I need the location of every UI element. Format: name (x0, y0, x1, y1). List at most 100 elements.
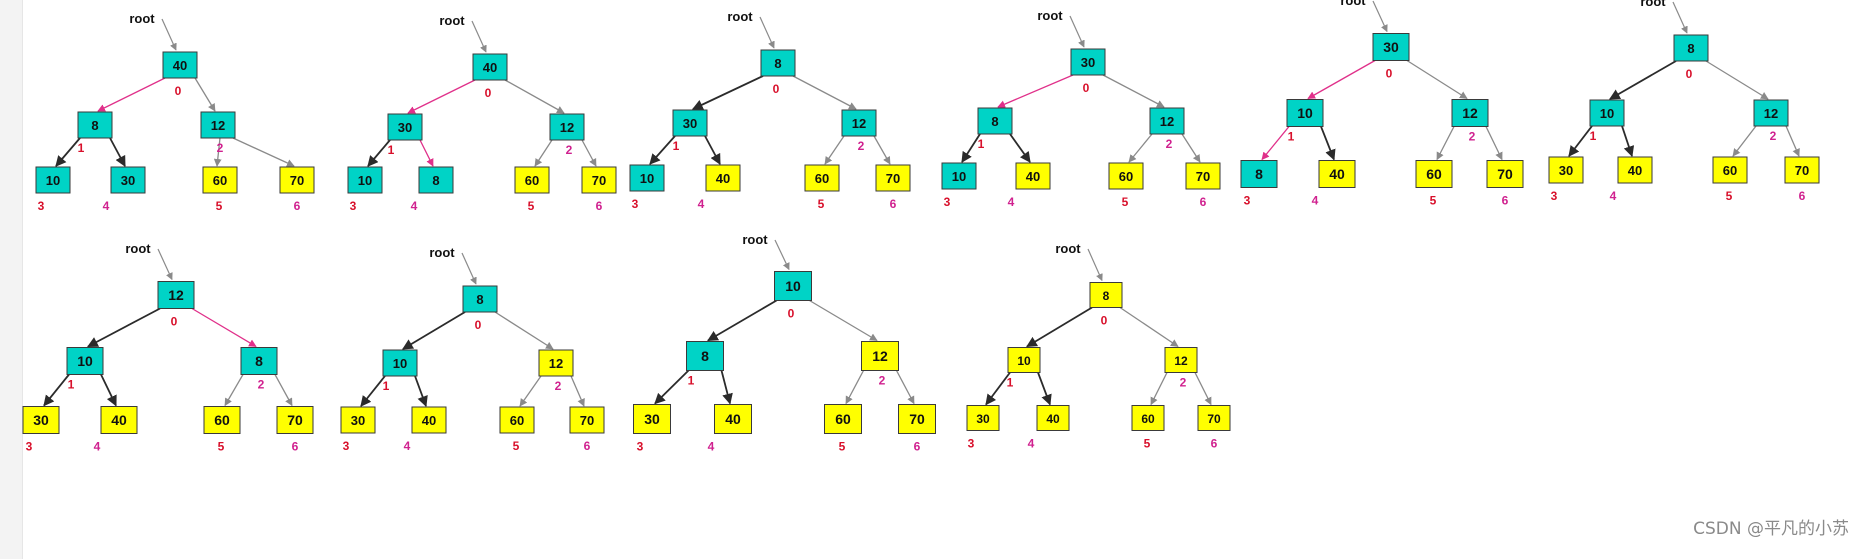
edge-2-6 (1194, 372, 1212, 406)
node-index-label: 3 (26, 440, 33, 454)
node-box (35, 166, 71, 194)
node-value: 70 (592, 173, 606, 188)
node-value: 10 (952, 169, 966, 184)
heap-node: 404 (1028, 405, 1070, 451)
node-index-label: 0 (175, 84, 182, 98)
edge-2-5 (213, 137, 222, 167)
node-index-label: 6 (1211, 437, 1218, 451)
heap-node: 303 (340, 406, 376, 453)
heap-node: 706 (581, 166, 617, 213)
node-value: 40 (483, 60, 497, 75)
node-value: 40 (716, 171, 730, 186)
node-index-label: 5 (1430, 194, 1437, 208)
heap-node: 303 (633, 404, 671, 454)
node-box (774, 271, 812, 301)
node-box (110, 166, 146, 194)
node-value: 12 (852, 116, 866, 131)
edge-0-1 (407, 79, 476, 114)
heap-node: 122 (1753, 99, 1789, 143)
node-box (714, 404, 752, 434)
edge-1-3 (1568, 125, 1593, 157)
node-value: 10 (1297, 105, 1313, 121)
node-value: 70 (290, 173, 304, 188)
node-value: 8 (1255, 166, 1263, 182)
node-index-label: 5 (218, 440, 225, 454)
node-box (418, 166, 454, 194)
root-label: root (129, 11, 155, 26)
heap-node: 12 2 (1149, 107, 1185, 151)
node-value: 70 (1497, 166, 1513, 182)
node-value: 12 (1160, 114, 1174, 129)
node-index-label: 3 (1244, 194, 1251, 208)
edge-0-1 (402, 311, 466, 350)
edge-0-2 (1406, 59, 1468, 100)
node-box (462, 285, 498, 313)
node-box (1164, 347, 1198, 373)
node-box (411, 406, 447, 434)
heap-node: 404 (1312, 160, 1356, 208)
heap-node: 706 (1197, 405, 1231, 451)
node-box (1286, 99, 1324, 127)
heap-node: 706 (898, 404, 936, 454)
node-value: 8 (476, 292, 483, 307)
node-box (1089, 282, 1123, 308)
node-index-label: 0 (485, 86, 492, 100)
edge-1-4 (1009, 133, 1031, 163)
heap-node: 404 (94, 406, 138, 454)
node-box (202, 166, 238, 194)
node-box (841, 109, 877, 137)
node-value: 60 (815, 171, 829, 186)
heap-node: 103 (35, 166, 71, 213)
edge-2-6 (570, 375, 585, 407)
heap-node: 404 (698, 164, 741, 211)
edge-1-4 (720, 370, 733, 405)
node-box (22, 406, 60, 434)
node-value: 70 (287, 412, 303, 428)
edge-2-5 (1128, 133, 1153, 163)
node-index-label: 2 (858, 139, 865, 153)
node-index-label: 5 (528, 199, 535, 213)
node-box (977, 107, 1013, 135)
edge-1-3 (985, 371, 1011, 406)
heap-node: 122 (549, 113, 585, 157)
heap-node: 605 (824, 404, 862, 454)
node-value: 60 (1426, 166, 1442, 182)
heap-node: 81 (977, 107, 1013, 151)
heap-node: 101 (382, 349, 418, 393)
node-value: 12 (549, 356, 563, 371)
node-box (1589, 99, 1625, 127)
heap-node: 605 (804, 164, 840, 211)
node-value: 70 (1196, 169, 1210, 184)
node-index-label: 2 (1166, 137, 1173, 151)
node-box (1007, 347, 1041, 373)
node-value: 8 (774, 56, 781, 71)
heap-node: 101 (1589, 99, 1625, 143)
node-index-label: 1 (1288, 130, 1295, 144)
csdn-watermark: CSDN @平凡的小苏 (1693, 519, 1849, 539)
node-value: 70 (1795, 163, 1809, 178)
node-box (387, 113, 423, 141)
root-label: root (439, 13, 465, 28)
edge-2-5 (534, 139, 553, 167)
node-value: 60 (835, 411, 851, 427)
edge-0-2 (1119, 306, 1179, 348)
node-index-label: 4 (1312, 194, 1319, 208)
node-box (66, 347, 104, 375)
node-box (1015, 162, 1051, 190)
node-value: 10 (1600, 106, 1614, 121)
node-value: 8 (1687, 41, 1694, 56)
edge-0-2 (809, 299, 878, 342)
node-value: 40 (1026, 169, 1040, 184)
edge-0-1 (997, 74, 1074, 108)
heap-node: 120 (157, 281, 195, 329)
edge-1-3 (55, 137, 81, 167)
node-index-label: 0 (1686, 67, 1693, 81)
node-box (514, 166, 550, 194)
node-box (760, 49, 796, 77)
node-index-label: 4 (1008, 195, 1015, 209)
heap-node: 80 (760, 49, 796, 96)
node-index-label: 6 (1502, 194, 1509, 208)
